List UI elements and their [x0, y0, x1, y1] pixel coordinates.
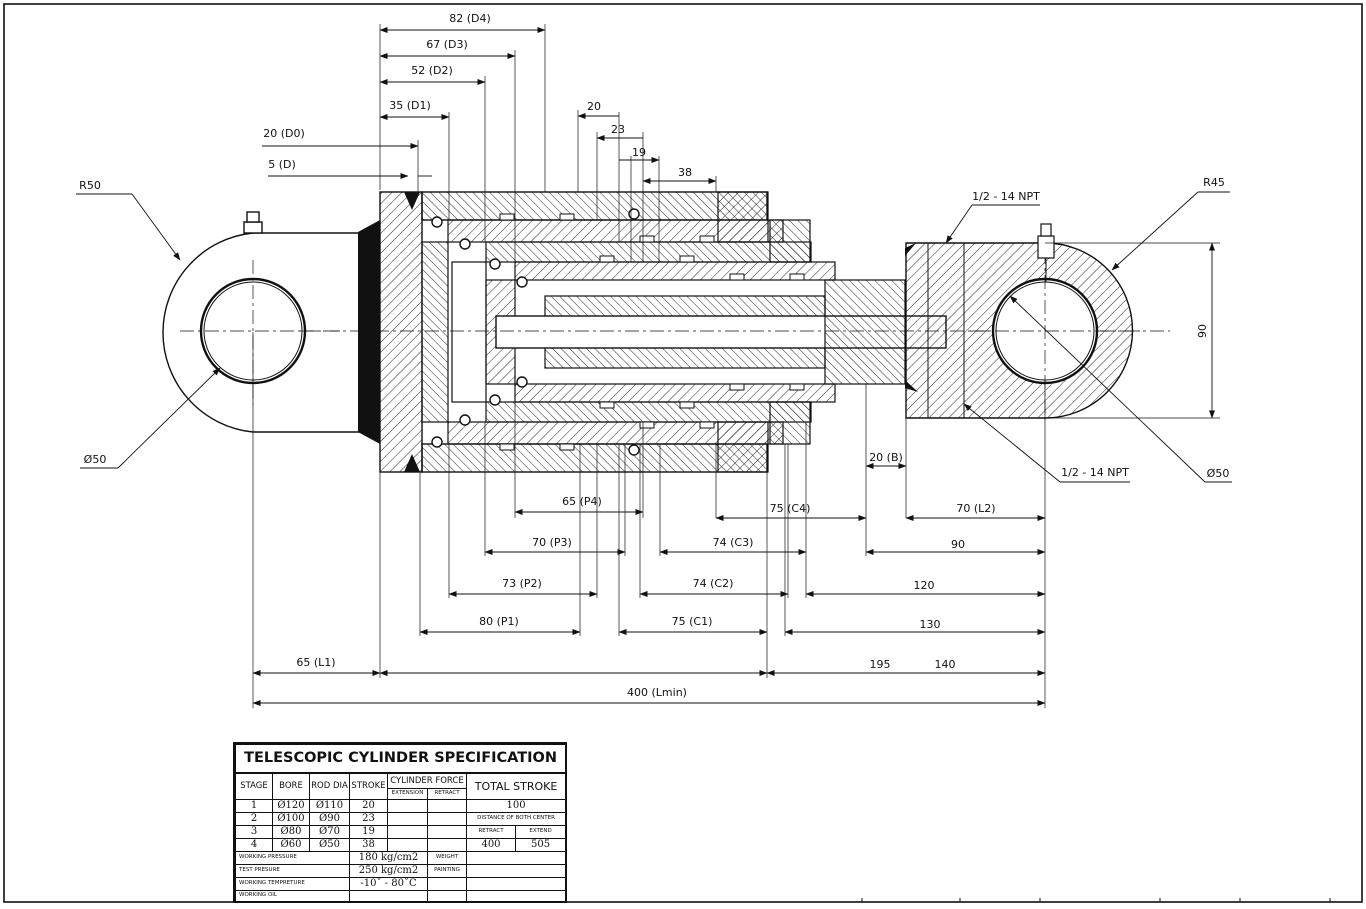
row2-stroke: 23 [349, 811, 388, 826]
test-pressure-value: 250 kg/cm2 [349, 863, 428, 878]
right-eye [824, 223, 1140, 420]
dim-d0: 20 (D0) [263, 127, 305, 140]
distance-label: DISTANCE OF BOTH CENTER [465, 811, 567, 826]
row3-extension [387, 824, 428, 839]
painting-value [465, 863, 567, 878]
row4-extension [387, 837, 428, 852]
header-total-stroke: TOTAL STROKE [465, 772, 567, 800]
dim-90-bottom: 90 [951, 538, 965, 551]
row3-rod: Ø70 [309, 824, 350, 839]
dim-90-vertical: 90 [1196, 324, 1209, 338]
weight-label: WEIGHT [427, 850, 467, 865]
row4-rod: Ø50 [309, 837, 350, 852]
row1-bore: Ø120 [272, 798, 310, 813]
dim-120: 120 [914, 579, 935, 592]
blank-cell-c [427, 889, 467, 903]
header-extension: EXTENSION [387, 787, 428, 800]
row3-stroke: 19 [349, 824, 388, 839]
dim-b: 20 (B) [869, 451, 903, 464]
header-rod-dia: ROD DIA [309, 772, 350, 800]
row1-stroke: 20 [349, 798, 388, 813]
dimension-labels: 82 (D4) 67 (D3) 52 (D2) 35 (D1) 20 (D0) … [79, 12, 1229, 699]
dim-d4: 82 (D4) [449, 12, 491, 25]
dim-c3: 74 (C3) [713, 536, 754, 549]
dim-140: 140 [935, 658, 956, 671]
row2-bore: Ø100 [272, 811, 310, 826]
row3-retract [427, 824, 467, 839]
total-stroke-value: 100 [465, 798, 567, 813]
row3-stage: 3 [235, 824, 273, 839]
header-cylinder-force: CYLINDER FORCE [387, 772, 467, 789]
callout-npt-bottom: 1/2 - 14 NPT [1061, 466, 1129, 479]
dim-20-top: 20 [587, 100, 601, 113]
retract-value: 400 [466, 837, 516, 852]
blank-cell-a [427, 876, 467, 891]
dim-d2: 52 (D2) [411, 64, 453, 77]
header-bore: BORE [272, 772, 310, 800]
dim-d: 5 (D) [268, 158, 296, 171]
row2-retract [427, 811, 467, 826]
row2-stage: 2 [235, 811, 273, 826]
row4-stage: 4 [235, 837, 273, 852]
header-stroke: STROKE [349, 772, 388, 800]
callout-npt-top: 1/2 - 14 NPT [972, 190, 1040, 203]
dim-19-top: 19 [632, 146, 646, 159]
temperature-label: WORKING TEMPRETURE [235, 876, 350, 891]
left-eye [162, 211, 380, 444]
dim-d3: 67 (D3) [426, 38, 468, 51]
weight-value [465, 850, 567, 865]
row3-bore: Ø80 [272, 824, 310, 839]
dim-p1: 80 (P1) [479, 615, 519, 628]
row2-extension [387, 811, 428, 826]
dim-p4: 65 (P4) [562, 495, 602, 508]
row4-bore: Ø60 [272, 837, 310, 852]
dim-p3: 70 (P3) [532, 536, 572, 549]
border-ticks [861, 898, 1331, 902]
callout-dia50-right: Ø50 [1207, 467, 1230, 480]
dim-38-top: 38 [678, 166, 692, 179]
working-oil-value [349, 889, 428, 903]
row2-rod: Ø90 [309, 811, 350, 826]
dimension-lines [76, 24, 1232, 708]
header-stage: STAGE [235, 772, 273, 800]
row1-retract [427, 798, 467, 813]
dim-l2: 70 (L2) [956, 502, 995, 515]
dim-d1: 35 (D1) [389, 99, 431, 112]
extend-value: 505 [514, 837, 567, 852]
painting-label: PAINTING [427, 863, 467, 878]
row1-extension [387, 798, 428, 813]
working-pressure-label: WORKING PRESSURE [235, 850, 350, 865]
dim-p2: 73 (P2) [502, 577, 542, 590]
working-oil-label: WORKING OIL [235, 889, 350, 903]
row1-rod: Ø110 [309, 798, 350, 813]
dim-130: 130 [920, 618, 941, 631]
spec-table: TELESCOPIC CYLINDER SPECIFICATION STAGE … [233, 742, 567, 903]
extend-label: EXTEND [514, 824, 567, 839]
sheet-border [3, 3, 1363, 903]
working-pressure-value: 180 kg/cm2 [349, 850, 428, 865]
dim-lmin: 400 (Lmin) [627, 686, 687, 699]
blank-cell-d [465, 889, 567, 903]
blank-cell-b [465, 876, 567, 891]
dim-195: 195 [870, 658, 891, 671]
dim-l1: 65 (L1) [296, 656, 335, 669]
retract-label: RETRACT [466, 824, 516, 839]
dim-23-top: 23 [611, 123, 625, 136]
test-pressure-label: TEST PRESURE [235, 863, 350, 878]
row4-stroke: 38 [349, 837, 388, 852]
row4-retract [427, 837, 467, 852]
dim-c4: 75 (C4) [770, 502, 811, 515]
cylinder-body [300, 191, 1170, 473]
header-retract: RETRACT [427, 787, 467, 800]
row1-stage: 1 [235, 798, 273, 813]
callout-r45: R45 [1203, 176, 1225, 189]
temperature-value: -10˚ - 80˚C [349, 876, 428, 891]
dim-c1: 75 (C1) [672, 615, 713, 628]
dim-c2: 74 (C2) [693, 577, 734, 590]
callout-dia50-left: Ø50 [84, 453, 107, 466]
spec-title: TELESCOPIC CYLINDER SPECIFICATION [234, 744, 567, 774]
callout-r50: R50 [79, 179, 101, 192]
